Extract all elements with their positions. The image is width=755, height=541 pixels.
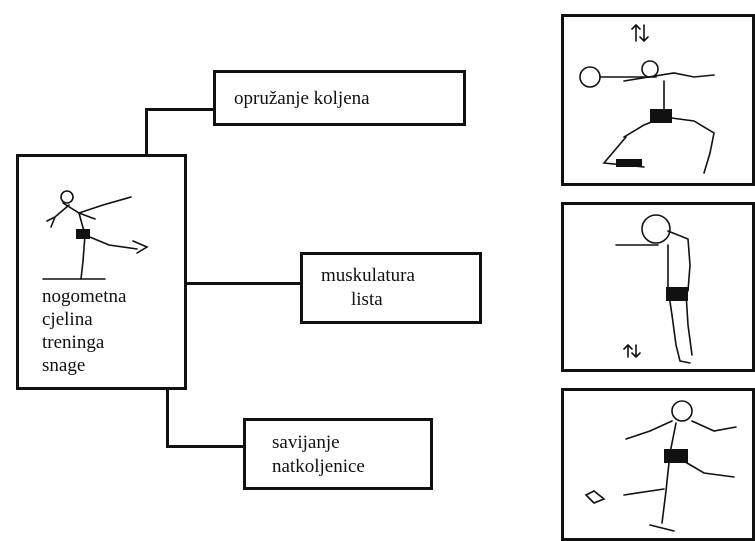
illustration-box-2 <box>561 202 755 372</box>
leg-curl-figure-icon <box>584 400 737 532</box>
illustration-box-3 <box>561 388 755 541</box>
branch-label-leg-curl-2: natkoljenice <box>272 456 365 477</box>
branch-node-leg-curl: savijanje natkoljenice <box>243 418 433 490</box>
connector-bottom-horizontal <box>166 445 246 448</box>
branch-node-knee-extension: opružanje koljena <box>213 70 466 126</box>
central-node: nogometna cjelina treninga snage <box>16 154 187 390</box>
central-node-label-2: cjelina <box>42 309 93 330</box>
connector-top-horizontal <box>145 108 215 111</box>
illustration-box-1 <box>561 14 755 186</box>
central-node-label-1: nogometna <box>42 286 127 307</box>
branch-label-knee-extension: opružanje koljena <box>234 88 370 109</box>
branch-label-leg-curl-1: savijanje <box>272 432 340 453</box>
branch-node-calf-muscles: muskulatura lista <box>300 252 482 324</box>
weighted-knee-extension-figure-icon <box>579 23 715 174</box>
connector-bottom-vertical <box>166 388 169 448</box>
connector-top-vertical <box>145 108 148 156</box>
central-node-label-3: treninga <box>42 332 105 353</box>
branch-label-calf-muscles-1: muskulatura <box>321 265 415 286</box>
calf-raise-with-weight-figure-icon <box>615 214 693 364</box>
central-node-label-4: snage <box>42 355 86 376</box>
connector-middle-horizontal <box>186 282 302 285</box>
branch-label-calf-muscles-2: lista <box>351 289 383 310</box>
kicking-player-figure-icon <box>42 190 149 280</box>
